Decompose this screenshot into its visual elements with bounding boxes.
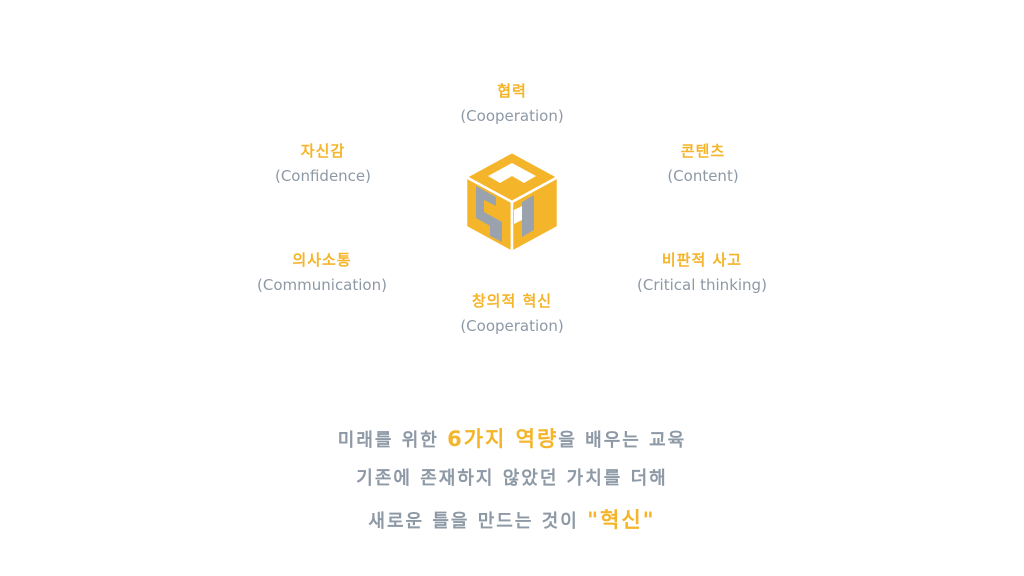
node-content-title: 콘텐츠 (680, 142, 726, 160)
node-cooperation-title: 협력 (497, 82, 527, 100)
tagline-line-2: 기존에 존재하지 않았던 가치를 더해 (0, 466, 1024, 492)
node-creative-innovation-title: 창의적 혁신 (471, 292, 553, 310)
node-communication-subtitle: (Communication) (257, 276, 387, 294)
tagline-six-competencies: 6가지 역량 (447, 427, 559, 451)
node-critical-thinking-subtitle: (Critical thinking) (637, 276, 767, 294)
tagline-line-1-post: 을 배우는 교육 (558, 430, 687, 451)
node-communication-title: 의사소통 (292, 251, 352, 269)
node-content: 콘텐츠 (Content) (583, 140, 823, 187)
tagline-line-3-pre: 새로운 틀을 만드는 것이 (368, 511, 588, 532)
tagline-line-1: 미래를 위한 6가지 역량을 배우는 교육 (0, 426, 1024, 454)
tagline-innovation: "혁신" (587, 508, 656, 532)
node-communication: 의사소통 (Communication) (202, 249, 442, 296)
node-critical-thinking-title: 비판적 사고 (661, 251, 743, 269)
node-confidence: 자신감 (Confidence) (203, 140, 443, 187)
node-creative-innovation: 창의적 혁신 (Cooperation) (392, 290, 632, 337)
node-content-subtitle: (Content) (667, 167, 739, 185)
node-cooperation-subtitle: (Cooperation) (460, 107, 564, 125)
node-critical-thinking: 비판적 사고 (Critical thinking) (582, 249, 822, 296)
cube-logo-icon (462, 150, 562, 258)
tagline-line-2-text: 기존에 존재하지 않았던 가치를 더해 (356, 468, 668, 489)
tagline-line-1-pre: 미래를 위한 (337, 430, 448, 451)
node-cooperation: 협력 (Cooperation) (392, 80, 632, 127)
node-confidence-subtitle: (Confidence) (274, 167, 372, 185)
tagline-line-3: 새로운 틀을 만드는 것이 "혁신" (0, 507, 1024, 535)
node-confidence-title: 자신감 (300, 142, 346, 160)
node-creative-innovation-subtitle: (Cooperation) (460, 317, 564, 335)
